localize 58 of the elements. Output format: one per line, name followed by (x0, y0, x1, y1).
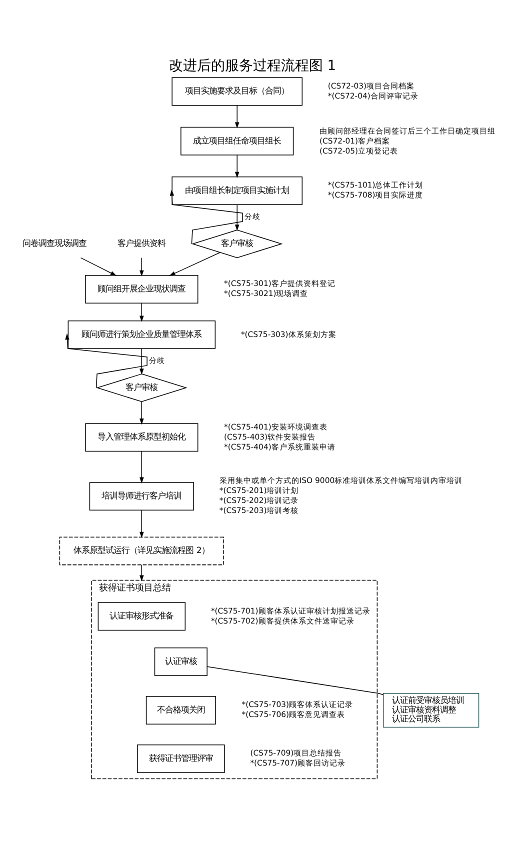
connector (206, 666, 384, 696)
node-label: (CS72-05)立项登记表 (319, 146, 398, 156)
arrow (140, 257, 144, 277)
arrow (234, 105, 240, 128)
node-box: 由项目组长制定项目实施计划 (172, 176, 303, 205)
arrow (234, 154, 240, 178)
node-label: *(CS75-202)培训记录 (219, 496, 299, 506)
node-label: *(CS75-303)体系策划方案 (240, 330, 336, 339)
node-box: 项目实施要求及目标（合同） (172, 77, 303, 106)
node-label: (CS72-01)客户档案 (319, 136, 390, 146)
arrow (80, 257, 117, 276)
node-label: *(CS72-04)合同评审记录 (328, 91, 418, 100)
node-box: 认证审核形式准备 (98, 602, 186, 631)
arrow (170, 190, 243, 244)
arrow (65, 334, 148, 388)
arrow (234, 204, 240, 231)
node-text: 客户提供资料 (118, 238, 166, 248)
node-label: *(CS75-201)培训计划 (219, 486, 299, 496)
node-label: 采用集中或单个方式的ISO 9000标准培训体系文件编写培训内审培训 (219, 476, 463, 486)
node-text: 问卷调查现场调查 (22, 238, 87, 248)
node-box: 顾问师进行策划企业质量管理体系 (68, 320, 216, 349)
node-box: 培训导师进行客户培训 (89, 482, 194, 511)
node-box: 获得证书管理评审 (137, 744, 225, 773)
arrow (140, 564, 144, 582)
node-box: 顾问组开展企业现状调查 (85, 275, 198, 304)
arrow (140, 348, 144, 375)
node-box: 体系原型试运行（详见实施流程图 2） (59, 536, 224, 566)
node-box: 导入管理体系原型初始化 (85, 423, 198, 452)
node-label: *(CS75-701)顾客体系认证审核计划报送记录 (210, 606, 370, 616)
node-label: *(CS75-203)培训考核 (219, 506, 299, 516)
node-label: *(CS75-401)安装环境调查表 (224, 422, 328, 432)
node-label: *(CS75-702)顾客提供体系文件送审记录 (210, 616, 354, 626)
node-box: 成立项目组任命项目组长 (180, 126, 294, 156)
arrow (140, 510, 144, 538)
node-box: 认证审核 (154, 648, 208, 676)
edge-label: 分歧 (244, 212, 260, 222)
edge-label: 分歧 (149, 356, 166, 366)
diagram-title: 改进后的服务过程流程图 1 (168, 58, 336, 74)
node-label: *(CS75-708)项目实际进度 (328, 190, 424, 200)
node-label: *(CS75-3021)现场调查 (224, 289, 308, 298)
arrow (169, 252, 220, 276)
node-box: 认证前受审核员培训 认证审核资料调整 认证公司联系 (382, 692, 480, 728)
node-diamond: 客户审核 (96, 374, 188, 402)
node-label: *(CS75-706)顾客意见调查表 (242, 710, 346, 720)
arrow (140, 401, 144, 425)
node-label: (CS75-403)软件安装报告 (224, 432, 316, 442)
node-label: *(CS75-301)客户提供资料登记 (224, 279, 336, 288)
arrow (140, 302, 144, 322)
node-label: *(CS75-703)顾客体系认证记录 (242, 700, 354, 710)
node-label: (CS75-709)项目总结报告 (250, 748, 342, 758)
node-box: 不合格项关闭 (146, 696, 216, 724)
node-label: (CS72-03)项目合同档案 (328, 81, 415, 90)
node-label: *(CS75-101)总体工作计划 (328, 180, 424, 190)
node-label: *(CS75-404)客户系统重装申请 (224, 442, 336, 452)
arrow (140, 451, 144, 484)
node-label: 由顾问部经理在合同签订后三个工作日确定项目组 (319, 126, 496, 136)
node-diamond: 客户审核 (191, 230, 283, 258)
node-label: *(CS75-707)顾客回访记录 (250, 758, 346, 768)
